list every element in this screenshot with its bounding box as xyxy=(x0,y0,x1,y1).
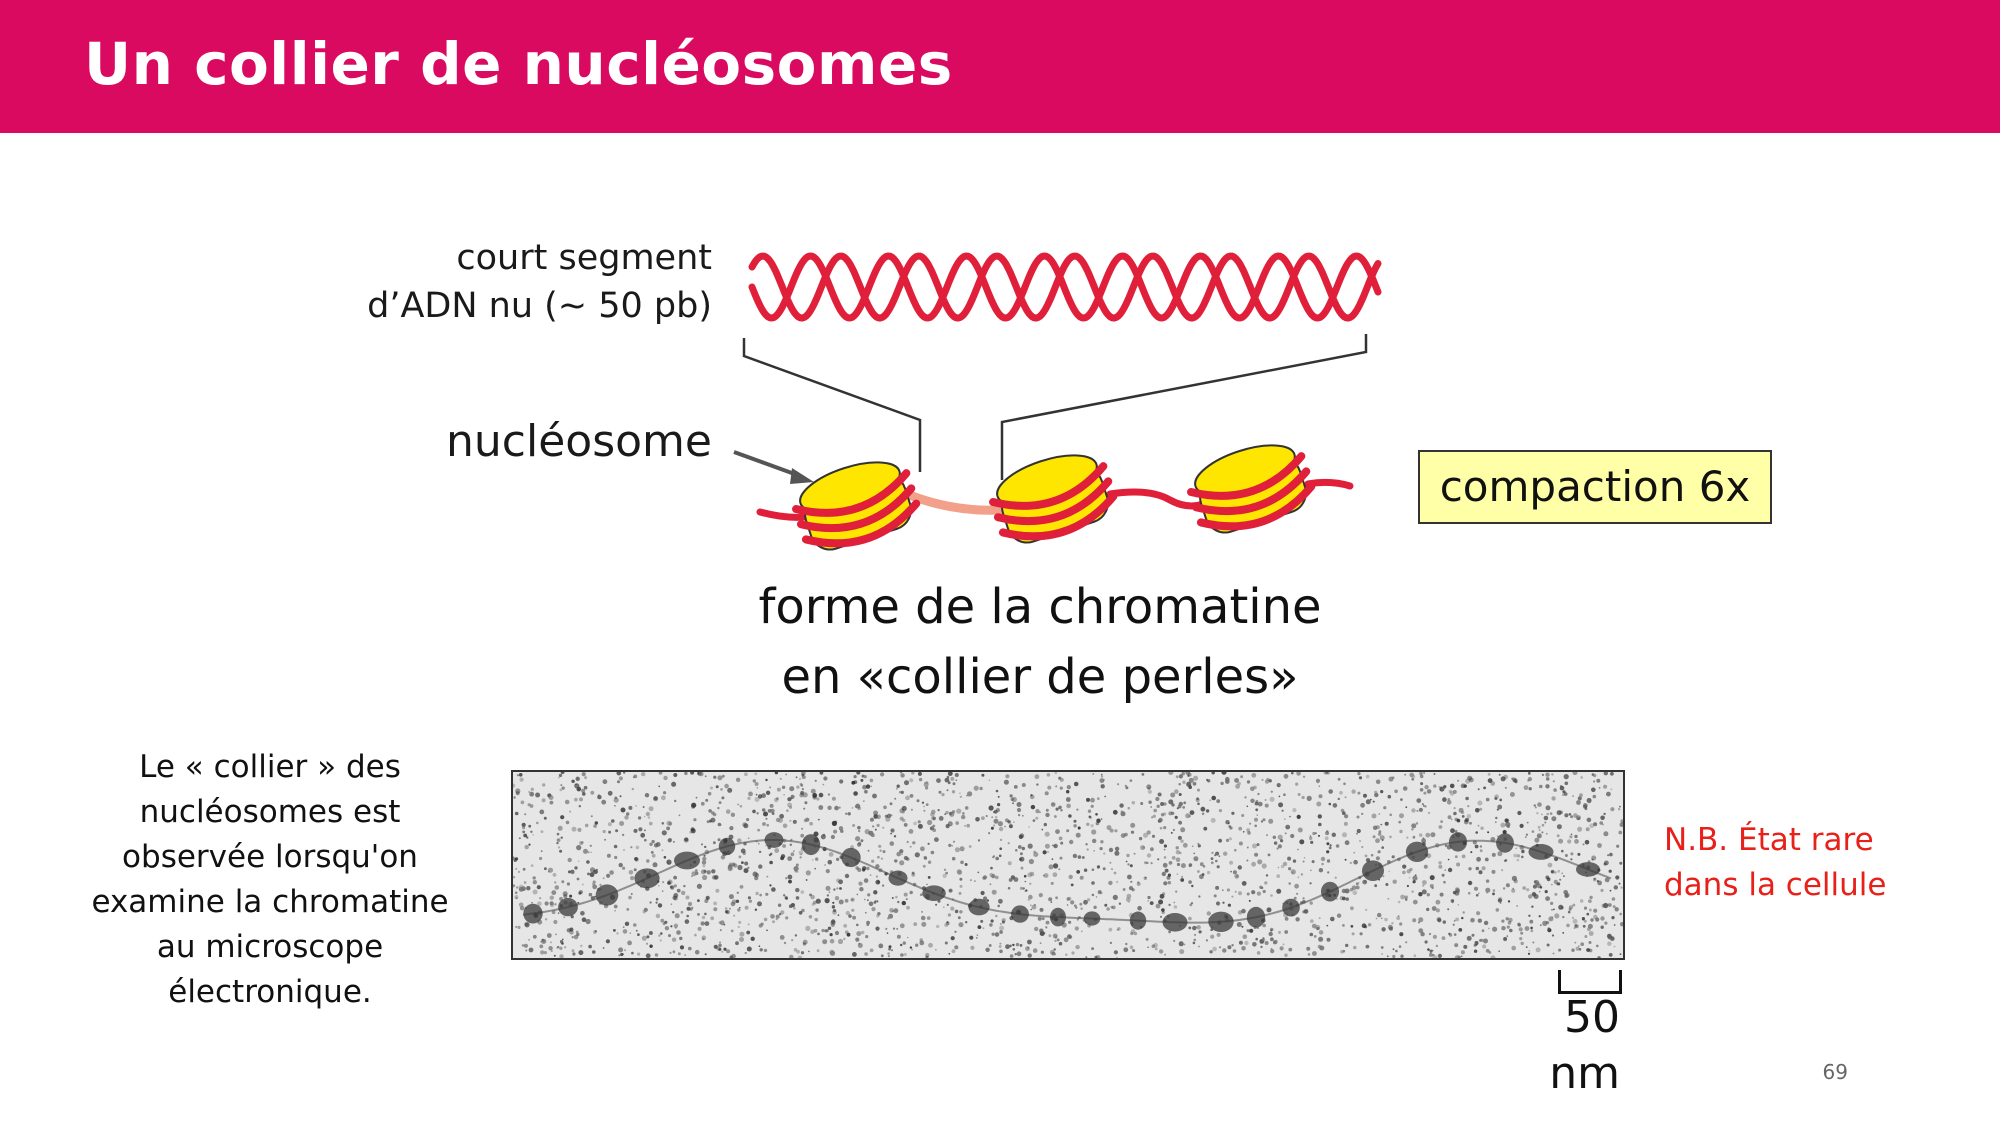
dna-label-line-2: d’ADN nu (~ 50 pb) xyxy=(367,286,712,326)
microscope-note: Le « collier » des nucléosomes est obser… xyxy=(80,745,460,1015)
title-bar xyxy=(0,0,2000,133)
compaction-box: compaction 6x xyxy=(1418,450,1772,524)
note-line-2: nucléosomes est xyxy=(139,794,401,830)
caption-line-2: en «collier de perles» xyxy=(781,649,1299,705)
electron-micrograph xyxy=(511,770,1625,960)
dna-double-helix xyxy=(748,252,1382,322)
dna-label-line-1: court segment xyxy=(456,238,712,278)
page-number: 69 xyxy=(1822,1060,1848,1084)
slide-title: Un collier de nucléosomes xyxy=(84,30,953,98)
note-line-6: électronique. xyxy=(168,974,372,1010)
nb-note: N.B. État rare dans la cellule xyxy=(1664,818,1994,908)
nucleosome-3 xyxy=(1187,444,1316,534)
linker-dna-naked xyxy=(907,491,1005,515)
note-line-3: observée lorsqu'on xyxy=(122,839,418,875)
dna-strand-a xyxy=(748,252,1382,322)
scale-bar xyxy=(1558,970,1622,994)
dna-strand-b xyxy=(748,252,1382,322)
zoom-bracket xyxy=(742,334,1368,480)
nucleosome-2 xyxy=(989,454,1118,544)
nucleosome-arrow xyxy=(733,450,814,484)
caption-line-1: forme de la chromatine xyxy=(758,579,1322,635)
note-line-4: examine la chromatine xyxy=(91,884,449,920)
micrograph-texture xyxy=(513,772,1623,958)
note-line-1: Le « collier » des xyxy=(139,749,401,785)
chromatin-caption: forme de la chromatine en «collier de pe… xyxy=(740,572,1340,712)
scale-label: 50 nm xyxy=(1549,992,1620,1099)
note-line-5: au microscope xyxy=(156,929,384,965)
nb-line-2: dans la cellule xyxy=(1664,867,1887,903)
dna-segment-label: court segment d’ADN nu (~ 50 pb) xyxy=(300,234,712,330)
nucleosome-1 xyxy=(792,461,921,551)
nb-line-1: N.B. État rare xyxy=(1664,822,1874,858)
nucleosome-label: nucléosome xyxy=(446,416,712,467)
